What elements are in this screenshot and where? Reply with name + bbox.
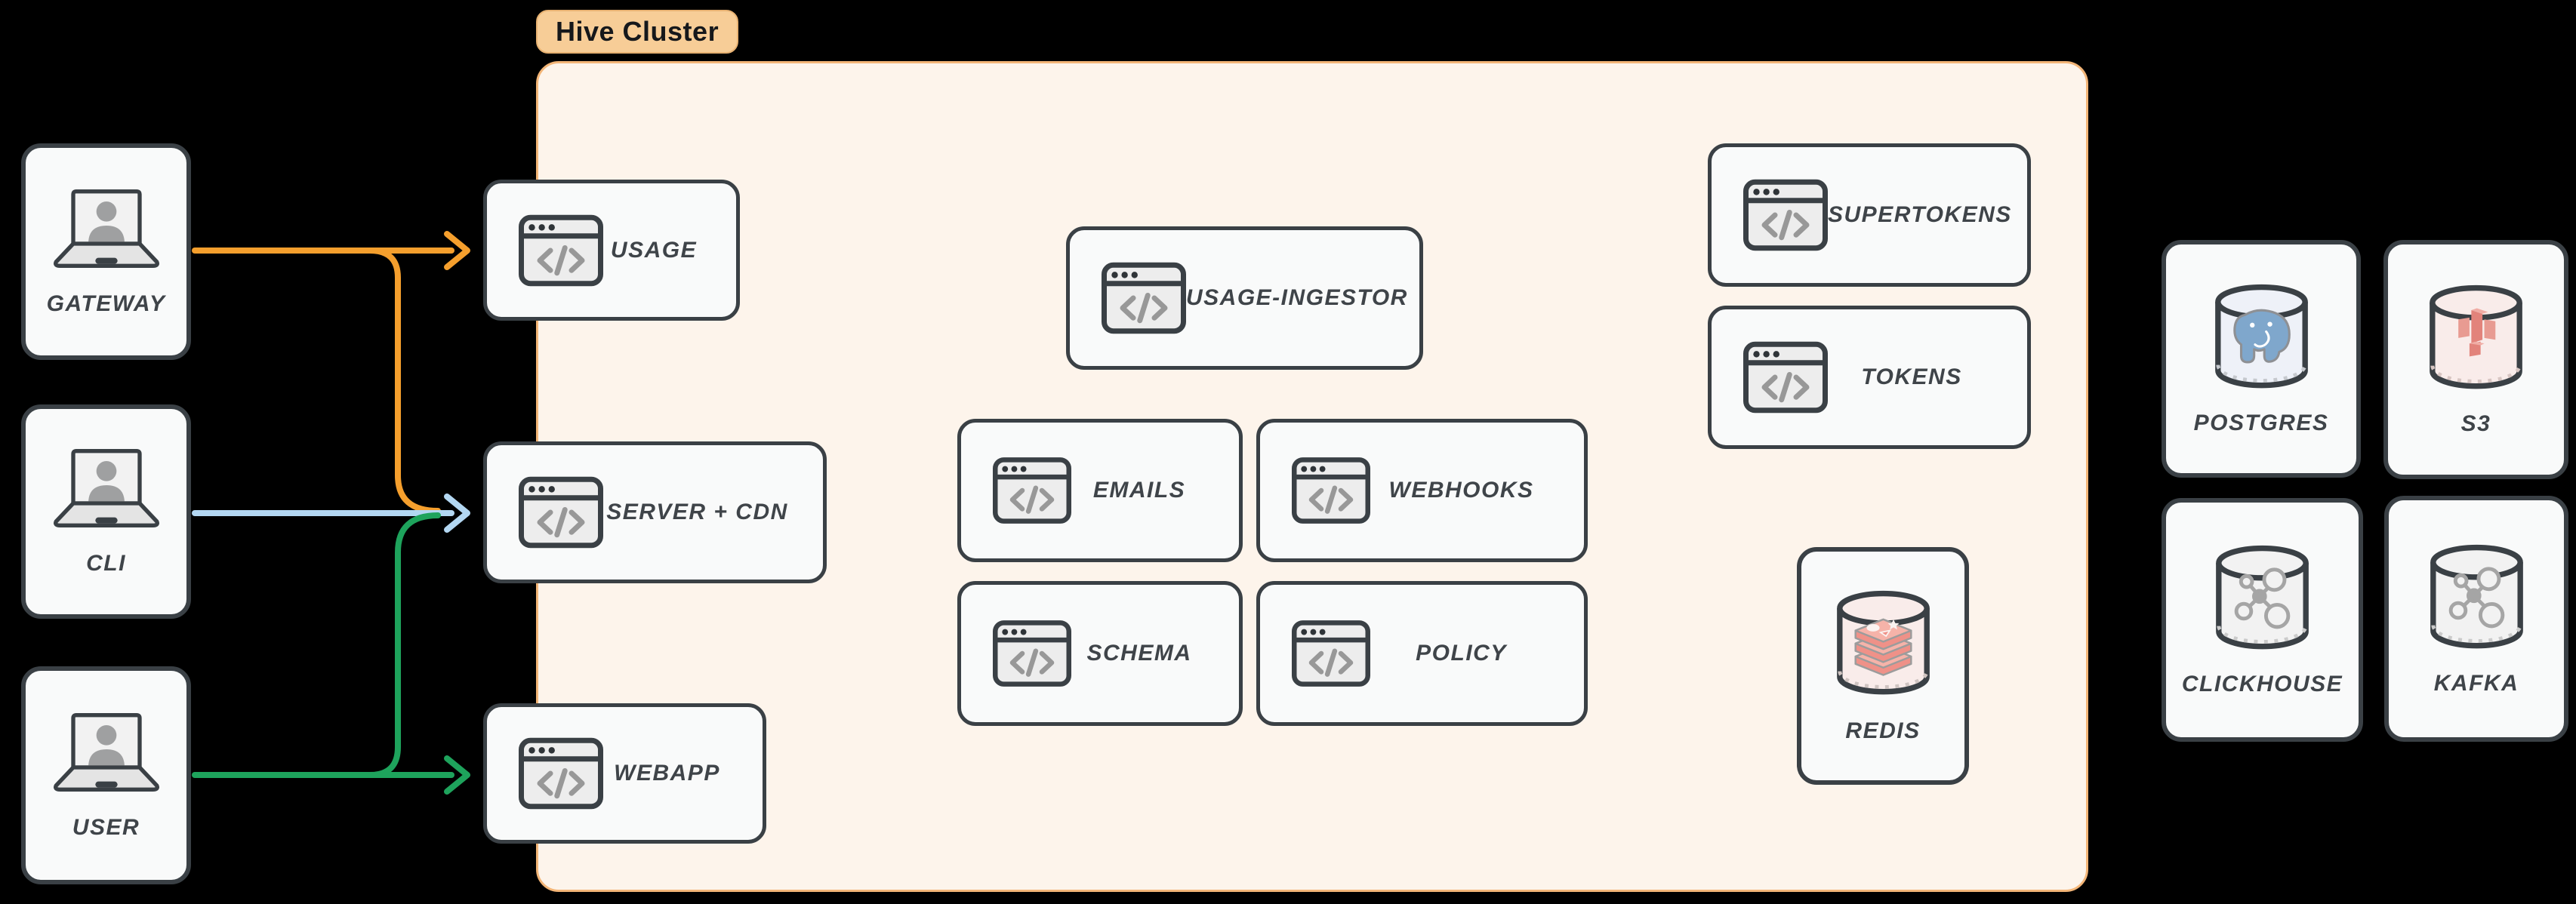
node-policy: POLICY (1256, 581, 1588, 726)
hive-cluster-label: Hive Cluster (536, 10, 739, 54)
node-usage-ingestor: USAGE-INGESTOR (1066, 226, 1423, 370)
edge-user-servercdn (367, 512, 441, 778)
node-label: CLI (86, 551, 126, 576)
node-label: SERVER + CDN (606, 500, 788, 524)
node-label: WEBAPP (614, 761, 720, 786)
node-schema: SCHEMA (957, 581, 1243, 726)
node-label: USAGE-INGESTOR (1186, 285, 1408, 310)
node-label: USAGE (610, 237, 698, 263)
node-kafka: KAFKA (2384, 496, 2568, 742)
node-s3: S3 (2383, 240, 2568, 479)
node-label: POLICY (1416, 641, 1507, 666)
node-webhooks: WEBHOOKS (1256, 419, 1588, 562)
arrowhead-webapp (444, 755, 470, 795)
molecule-cylinder-icon (2211, 543, 2313, 660)
node-label: SCHEMA (1086, 641, 1192, 666)
node-supertokens: SUPERTOKENS (1708, 143, 2031, 287)
node-label: KAFKA (2433, 670, 2519, 696)
node-clickhouse: CLICKHOUSE (2162, 498, 2363, 742)
code-window-icon (1743, 341, 1828, 414)
node-label: POSTGRES (2193, 410, 2329, 435)
laptop-user-icon (46, 711, 167, 794)
s3-cylinder-icon (2425, 282, 2527, 399)
redis-cylinder-icon (1832, 588, 1934, 705)
node-user: USER (21, 666, 191, 884)
code-window-icon (519, 476, 603, 549)
code-window-icon (993, 456, 1071, 525)
code-window-icon (519, 737, 603, 810)
node-postgres: POSTGRES (2162, 240, 2361, 478)
edge-gateway-servercdn (367, 248, 441, 514)
postgres-cylinder-icon (2211, 281, 2313, 398)
node-cli: CLI (21, 404, 191, 619)
node-label: TOKENS (1861, 364, 1962, 389)
node-server-cdn: SERVER + CDN (483, 441, 827, 583)
laptop-user-icon (46, 187, 167, 270)
node-label: WEBHOOKS (1388, 478, 1534, 503)
code-window-icon (1292, 456, 1370, 525)
node-tokens: TOKENS (1708, 306, 2031, 449)
code-window-icon (1102, 262, 1186, 334)
node-label: REDIS (1845, 718, 1921, 743)
arrowhead-usage (444, 231, 470, 270)
node-label: USER (72, 814, 140, 840)
code-window-icon (993, 619, 1071, 688)
laptop-user-icon (46, 447, 167, 530)
node-label: S3 (2460, 411, 2491, 436)
hive-cluster-label-text: Hive Cluster (556, 16, 719, 47)
node-webapp: WEBAPP (483, 703, 766, 844)
node-emails: EMAILS (957, 419, 1243, 562)
code-window-icon (1743, 179, 1828, 251)
node-gateway: GATEWAY (21, 143, 191, 360)
node-label: GATEWAY (46, 291, 166, 316)
node-usage: USAGE (483, 180, 740, 321)
code-window-icon (1292, 619, 1370, 688)
node-redis: REDIS (1797, 547, 1969, 785)
code-window-icon (519, 214, 603, 287)
molecule-cylinder-icon (2426, 542, 2528, 659)
node-label: SUPERTOKENS (1828, 202, 2012, 227)
node-label: CLICKHOUSE (2181, 672, 2343, 696)
node-label: EMAILS (1092, 478, 1186, 503)
arrowhead-servercdn (444, 494, 470, 533)
